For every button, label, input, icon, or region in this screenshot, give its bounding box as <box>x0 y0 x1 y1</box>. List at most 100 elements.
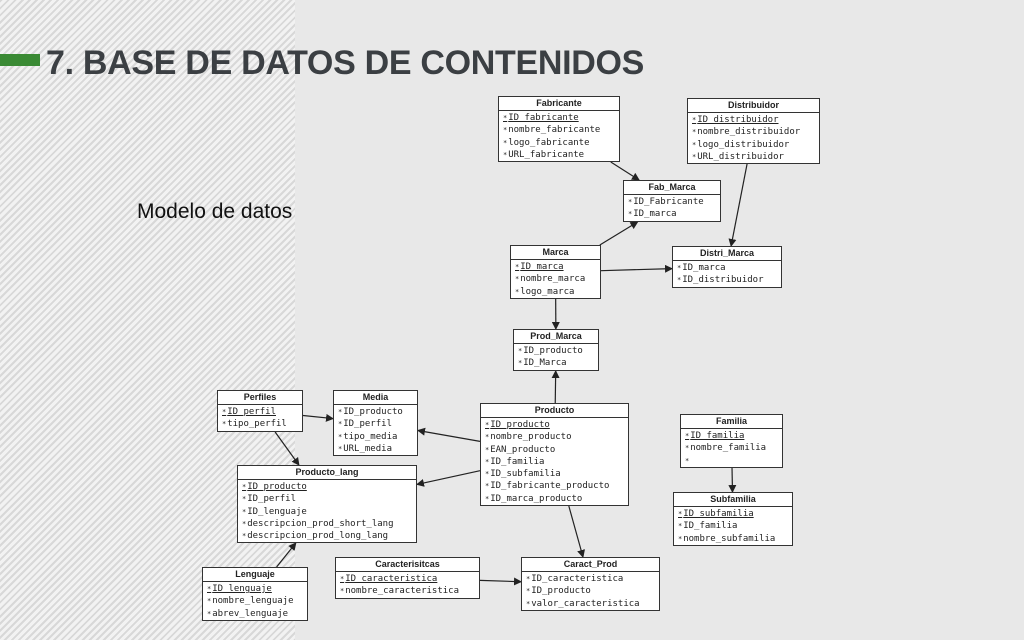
entity-field: ID_marca_producto <box>485 493 628 505</box>
entity-producto-lang: Producto_langID_productoID_perfilID_leng… <box>237 465 417 544</box>
entity-fields: ID_fabricantenombre_fabricantelogo_fabri… <box>499 111 619 161</box>
entity-field: nombre_producto <box>485 431 628 443</box>
entity-field: ID_lenguaje <box>242 506 416 518</box>
entity-field: URL_distribuidor <box>692 151 819 163</box>
entity-name: Fabricante <box>499 97 619 111</box>
relation-producto-to-producto_lang <box>416 470 481 487</box>
entity-field: descripcion_prod_long_lang <box>242 530 416 542</box>
entity-field: URL_media <box>338 443 417 455</box>
primary-key-field: ID_producto <box>242 481 416 493</box>
entity-name: Distri_Marca <box>673 247 781 261</box>
relation-producto-to-media <box>417 427 481 442</box>
entity-name: Fab_Marca <box>624 181 720 195</box>
entity-name: Lenguaje <box>203 568 307 582</box>
entity-name: Perfiles <box>218 391 302 405</box>
entity-name: Prod_Marca <box>514 330 598 344</box>
entity-field: nombre_marca <box>515 273 600 285</box>
entity-name: Distribuidor <box>688 99 819 113</box>
entity-field: ID_producto <box>338 406 417 418</box>
entity-caracteristicas: CaracterisitcasID_caracteristicanombre_c… <box>335 557 480 599</box>
relation-caracteristicas-to-caract_prod <box>479 577 522 586</box>
entity-field: descripcion_prod_short_lang <box>242 518 416 530</box>
entity-field: nombre_caracteristica <box>340 585 479 597</box>
entity-field: abrev_lenguaje <box>207 608 307 620</box>
entity-field: logo_marca <box>515 286 600 298</box>
entity-marca: MarcaID_marcanombre_marcalogo_marca <box>510 245 601 299</box>
entity-fab-marca: Fab_MarcaID_FabricanteID_marca <box>623 180 721 222</box>
entity-field: tipo_media <box>338 431 417 443</box>
relation-perfiles-to-media <box>302 413 334 422</box>
entity-fields: ID_distribuidornombre_distribuidorlogo_d… <box>688 113 819 163</box>
entity-field: ID_caracteristica <box>526 573 659 585</box>
entity-distri-marca: Distri_MarcaID_marcaID_distribuidor <box>672 246 782 288</box>
entity-field: nombre_subfamilia <box>678 533 792 545</box>
entity-fields: ID_lenguajenombre_lenguajeabrev_lenguaje <box>203 582 307 620</box>
slide-subtitle: Modelo de datos <box>137 200 293 223</box>
relation-producto-to-caract_prod <box>568 505 585 558</box>
entity-fields: ID_subfamiliaID_familianombre_subfamilia <box>674 507 792 545</box>
primary-key-field: ID_producto <box>485 419 628 431</box>
title-accent-bar <box>0 54 40 66</box>
entity-fields: ID_productonombre_productoEAN_productoID… <box>481 418 628 505</box>
entity-field: nombre_distribuidor <box>692 126 819 138</box>
entity-name: Marca <box>511 246 600 260</box>
primary-key-field: ID_caracteristica <box>340 573 479 585</box>
primary-key-field: ID_perfil <box>222 406 302 418</box>
entity-fields: ID_marcaID_distribuidor <box>673 261 781 287</box>
entity-field: nombre_lenguaje <box>207 595 307 607</box>
slide-title: 7. BASE DE DATOS DE CONTENIDOS <box>46 44 645 82</box>
entity-field: logo_distribuidor <box>692 139 819 151</box>
entity-field <box>685 455 782 467</box>
entity-subfamilia: SubfamiliaID_subfamiliaID_familianombre_… <box>673 492 793 546</box>
primary-key-field: ID_fabricante <box>503 112 619 124</box>
entity-name: Subfamilia <box>674 493 792 507</box>
primary-key-field: ID_lenguaje <box>207 583 307 595</box>
entity-media: MediaID_productoID_perfiltipo_mediaURL_m… <box>333 390 418 457</box>
entity-field: ID_familia <box>678 520 792 532</box>
entity-fields: ID_familianombre_familia <box>681 429 782 467</box>
entity-fields: ID_FabricanteID_marca <box>624 195 720 221</box>
relation-fabricante-to-fab_marca <box>610 161 640 181</box>
entity-fields: ID_perfiltipo_perfil <box>218 405 302 431</box>
primary-key-field: ID_distribuidor <box>692 114 819 126</box>
entity-field: ID_distribuidor <box>677 274 781 286</box>
entity-fields: ID_caracteristicaID_productovalor_caract… <box>522 572 659 610</box>
relation-perfiles-to-producto_lang <box>274 431 300 466</box>
entity-field: ID_producto <box>526 585 659 597</box>
entity-name: Producto_lang <box>238 466 416 480</box>
relation-marca-to-fab_marca <box>599 221 639 246</box>
entity-name: Caracterisitcas <box>336 558 479 572</box>
relation-lenguaje-to-producto_lang <box>276 542 297 568</box>
entity-field: ID_marca <box>628 208 720 220</box>
entity-lenguaje: LenguajeID_lenguajenombre_lenguajeabrev_… <box>202 567 308 621</box>
primary-key-field: ID_subfamilia <box>678 508 792 520</box>
primary-key-field: ID_marca <box>515 261 600 273</box>
entity-name: Media <box>334 391 417 405</box>
entity-fabricante: FabricanteID_fabricantenombre_fabricante… <box>498 96 620 163</box>
entity-field: ID_producto <box>518 345 598 357</box>
entity-name: Familia <box>681 415 782 429</box>
primary-key-field: ID_familia <box>685 430 782 442</box>
entity-field: ID_fabricante_producto <box>485 480 628 492</box>
entity-field: ID_marca <box>677 262 781 274</box>
entity-field: tipo_perfil <box>222 418 302 430</box>
entity-perfiles: PerfilesID_perfiltipo_perfil <box>217 390 303 432</box>
entity-field: ID_familia <box>485 456 628 468</box>
entity-field: URL_fabricante <box>503 149 619 161</box>
entity-producto: ProductoID_productonombre_productoEAN_pr… <box>480 403 629 507</box>
relation-marca-to-distri_marca <box>600 264 673 273</box>
entity-field: ID_perfil <box>242 493 416 505</box>
entity-field: logo_fabricante <box>503 137 619 149</box>
relation-distribuidor-to-distri_marca <box>728 163 748 247</box>
entity-field: nombre_fabricante <box>503 124 619 136</box>
entity-fields: ID_productoID_Marca <box>514 344 598 370</box>
entity-name: Producto <box>481 404 628 418</box>
entity-field: ID_Fabricante <box>628 196 720 208</box>
entity-field: valor_caracteristica <box>526 598 659 610</box>
entity-prod-marca: Prod_MarcaID_productoID_Marca <box>513 329 599 371</box>
entity-distribuidor: DistribuidorID_distribuidornombre_distri… <box>687 98 820 165</box>
entity-fields: ID_productoID_perfiltipo_mediaURL_media <box>334 405 417 455</box>
entity-fields: ID_marcanombre_marcalogo_marca <box>511 260 600 298</box>
